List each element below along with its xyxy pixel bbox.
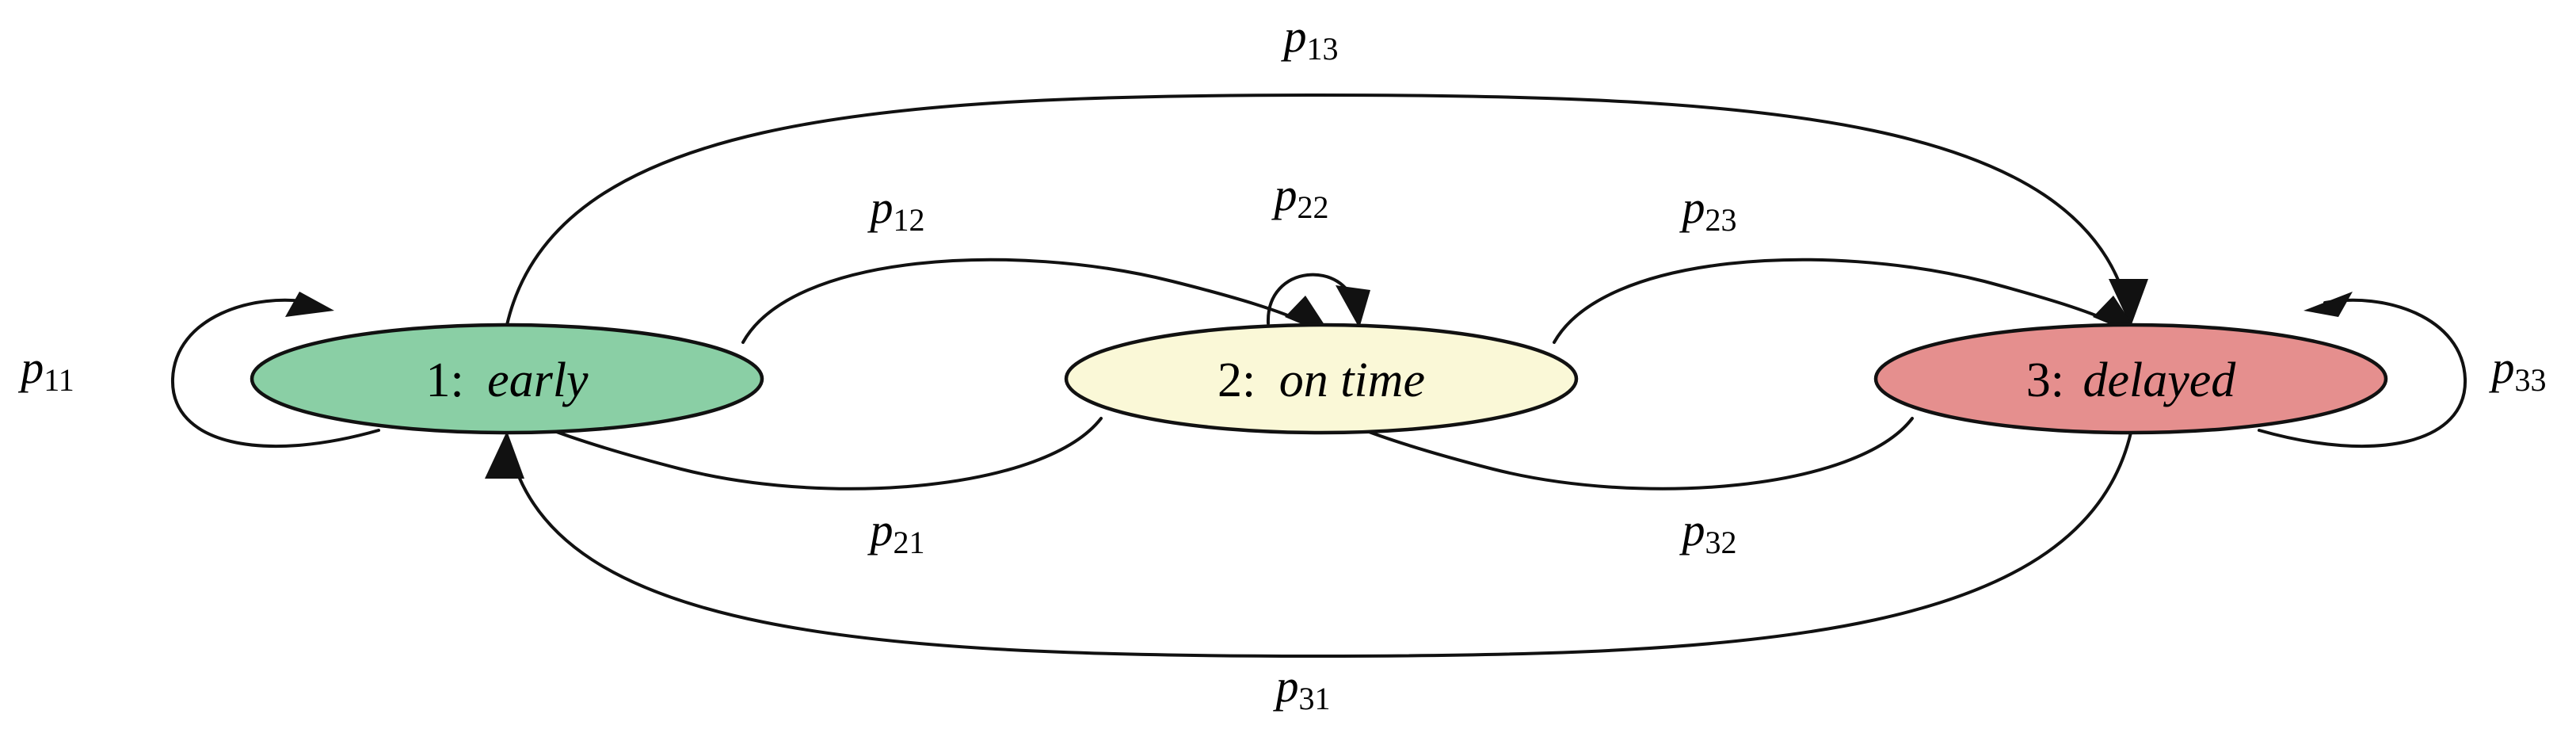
edge-label-p21: p21 xyxy=(867,504,925,560)
state-1-label: 1: early xyxy=(425,353,589,407)
edge-label-p23: p23 xyxy=(1679,181,1737,238)
edge-p31-arrowhead xyxy=(485,431,524,479)
edge-p33-self-loop[interactable] xyxy=(2258,292,2467,449)
edge-p33-path xyxy=(2258,298,2467,449)
state-node-2[interactable]: 2: on time xyxy=(1064,323,1579,435)
state-3-name: delayed xyxy=(2083,353,2236,407)
edge-p23-path xyxy=(1553,258,2123,344)
state-1-ellipse xyxy=(250,323,764,435)
edge-p31[interactable] xyxy=(485,431,2132,659)
edge-p11-self-loop[interactable] xyxy=(170,292,380,449)
state-2-label: 2: on time xyxy=(1218,353,1425,407)
edge-label-p32: p32 xyxy=(1679,504,1737,560)
state-3-label: 3: delayed xyxy=(2026,353,2237,407)
edge-label-p12: p12 xyxy=(867,181,925,238)
edge-label-p22: p22 xyxy=(1271,169,1329,225)
edge-p32-path xyxy=(1353,417,1914,491)
edge-p13[interactable] xyxy=(505,93,2148,326)
edge-p11-path xyxy=(170,298,380,449)
state-1-index: 1: xyxy=(425,353,463,407)
state-2-name: on time xyxy=(1279,353,1425,407)
edge-p12-path xyxy=(741,258,1315,344)
edge-p22-arrowhead xyxy=(1336,285,1370,328)
edge-label-p33: p33 xyxy=(2489,342,2547,398)
edge-p33-arrowhead xyxy=(2304,292,2353,317)
edge-label-p31: p31 xyxy=(1273,660,1331,716)
edge-p13-arrowhead xyxy=(2109,279,2148,326)
edge-label-p11: p11 xyxy=(17,342,74,398)
state-node-3[interactable]: 3: delayed xyxy=(1873,323,2388,435)
state-3-ellipse xyxy=(1873,323,2388,435)
edge-p11-arrowhead xyxy=(285,292,334,317)
edge-p31-path xyxy=(509,431,2132,659)
state-node-1[interactable]: 1: early xyxy=(250,323,764,435)
state-2-ellipse xyxy=(1064,323,1579,435)
state-3-index: 3: xyxy=(2026,353,2064,407)
edge-label-p13: p13 xyxy=(1281,10,1339,67)
edge-p22-self-loop[interactable] xyxy=(1266,273,1370,328)
state-1-name: early xyxy=(487,353,589,407)
edge-p21-path xyxy=(540,417,1103,491)
edge-p13-path xyxy=(505,93,2129,326)
state-2-index: 2: xyxy=(1218,353,1256,407)
